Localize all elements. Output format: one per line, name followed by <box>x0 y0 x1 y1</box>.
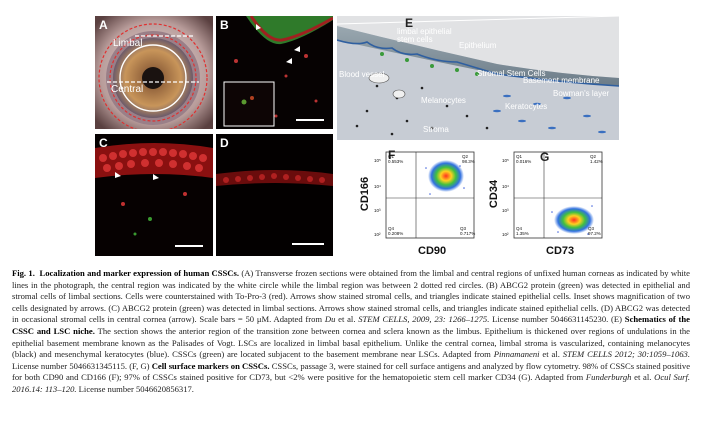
ref2-journal: STEM CELLS 2012; 30:1059–1063. <box>562 349 691 360</box>
limbal-label: Limbal <box>113 38 143 49</box>
g-q2: Q2 1.42% <box>590 154 603 164</box>
caption-text-4: License number 5046631345115. (F, G) <box>12 360 152 371</box>
g-tick-3: 10⁵ <box>502 158 509 163</box>
caption-text-3: The section shows the anterior region of… <box>12 325 690 360</box>
caption-text-5: CSSCs, passage 3, were stained for cell … <box>12 360 691 383</box>
stroma-label: Stroma <box>423 125 449 134</box>
central-cornea-image <box>216 170 333 245</box>
ref1-rest: et al. <box>335 314 359 325</box>
panel-c-micrograph: C <box>95 134 213 256</box>
panel-d-micrograph: D <box>216 134 333 256</box>
figure-caption: Fig. 1. Localization and marker expressi… <box>12 268 690 396</box>
f-ylabel: CD166 <box>360 176 372 212</box>
basement-membrane-label: Basement membrane <box>523 76 600 85</box>
panel-fg-caption-title: Cell surface markers on CSSCs. <box>151 360 270 371</box>
epithelium-label: Epithelium <box>459 41 497 50</box>
panel-e-label: E <box>405 16 414 30</box>
f-tick-0: 10² <box>374 232 381 237</box>
bowmans-layer-label: Bowman's layer <box>553 89 610 98</box>
stromal-stem-cells-label: Stromal Stem Cells <box>477 69 546 78</box>
f-xlabel: CD90 <box>418 245 447 257</box>
eye-illustration <box>95 16 213 129</box>
panel-f-label: F <box>388 148 396 162</box>
caption-text-1: (A) Transverse frozen sections were obta… <box>12 268 690 325</box>
ref1-journal: STEM CELLS, 2009, 23: 1266–1275. <box>358 314 490 325</box>
limbal-epithelial-stem-cells-label: limbal epithelial stem cells <box>397 27 452 44</box>
cd73-cd34-scatter <box>513 151 603 239</box>
f-tick-3: 10⁵ <box>374 158 381 163</box>
blood-vessel-label: Blood vessel <box>339 70 385 79</box>
caption-title: Localization and marker expression of hu… <box>39 268 240 278</box>
ref3-rest: et al. <box>631 372 655 383</box>
ref2-author: Pinnamaneni <box>493 349 540 360</box>
ref1-author: Du <box>324 314 336 325</box>
caption-text-6: License number 5046620856317. <box>76 383 194 394</box>
limbal-section-image <box>95 143 213 247</box>
panel-e-caption-title: Schematics of the CSSC and LSC niche. <box>12 314 690 336</box>
panel-d-label: D <box>220 136 229 150</box>
g-tick-2: 10⁴ <box>502 184 509 189</box>
limbal-fluorescence-image <box>223 16 333 127</box>
limbus-niche-diagram <box>337 16 619 140</box>
g-q3: Q3 97.2% <box>588 226 601 236</box>
f-q1: Q1 0.553% <box>388 154 404 164</box>
g-xlabel: CD73 <box>546 245 575 257</box>
fig-number: Fig. 1. <box>12 268 35 278</box>
f-q2: Q2 98.3% <box>462 154 475 164</box>
f-tick-2: 10⁴ <box>374 184 381 189</box>
panel-a-label: A <box>99 18 108 32</box>
g-ylabel: CD34 <box>488 179 501 209</box>
g-q1: Q1 0.016% <box>516 154 532 164</box>
f-q4: Q4 0.208% <box>388 226 404 236</box>
keratocytes-label: Keratocytes <box>505 102 548 111</box>
f-q3: Q3 0.717% <box>460 226 476 236</box>
g-tick-0: 10² <box>502 232 509 237</box>
panel-g-flow-plot: G Q1 0.016% Q2 1.42% Q4 1.35% Q3 97.2% 1… <box>488 146 606 262</box>
panel-b-micrograph: B <box>216 16 333 129</box>
ref3-journal: Ocul Surf. 2016.14: 113–120. <box>12 372 691 394</box>
ref2-rest: et al. <box>539 349 563 360</box>
ref3-author: Funderburgh <box>585 372 632 383</box>
central-label: Central <box>111 84 144 95</box>
panel-g-label: G <box>540 150 550 164</box>
cd90-cd166-scatter <box>385 151 475 239</box>
f-tick-1: 10³ <box>374 208 381 213</box>
panel-e-schematic: E limbal epithelial stem cells Epitheliu… <box>337 16 619 140</box>
panel-f-flow-plot: F Q1 0.553% Q2 98.3% Q4 0.208% Q3 0.717%… <box>360 146 478 262</box>
g-tick-1: 10³ <box>502 208 509 213</box>
panel-b-label: B <box>220 18 229 32</box>
panel-c-label: C <box>99 136 108 150</box>
caption-text-2: License number 5046631145230. (E) <box>489 314 625 325</box>
melanocytes-label: Melanocytes <box>421 96 466 105</box>
g-q4: Q4 1.35% <box>516 226 529 236</box>
panel-a-eye-photo: A Limbal Central <box>95 16 213 129</box>
